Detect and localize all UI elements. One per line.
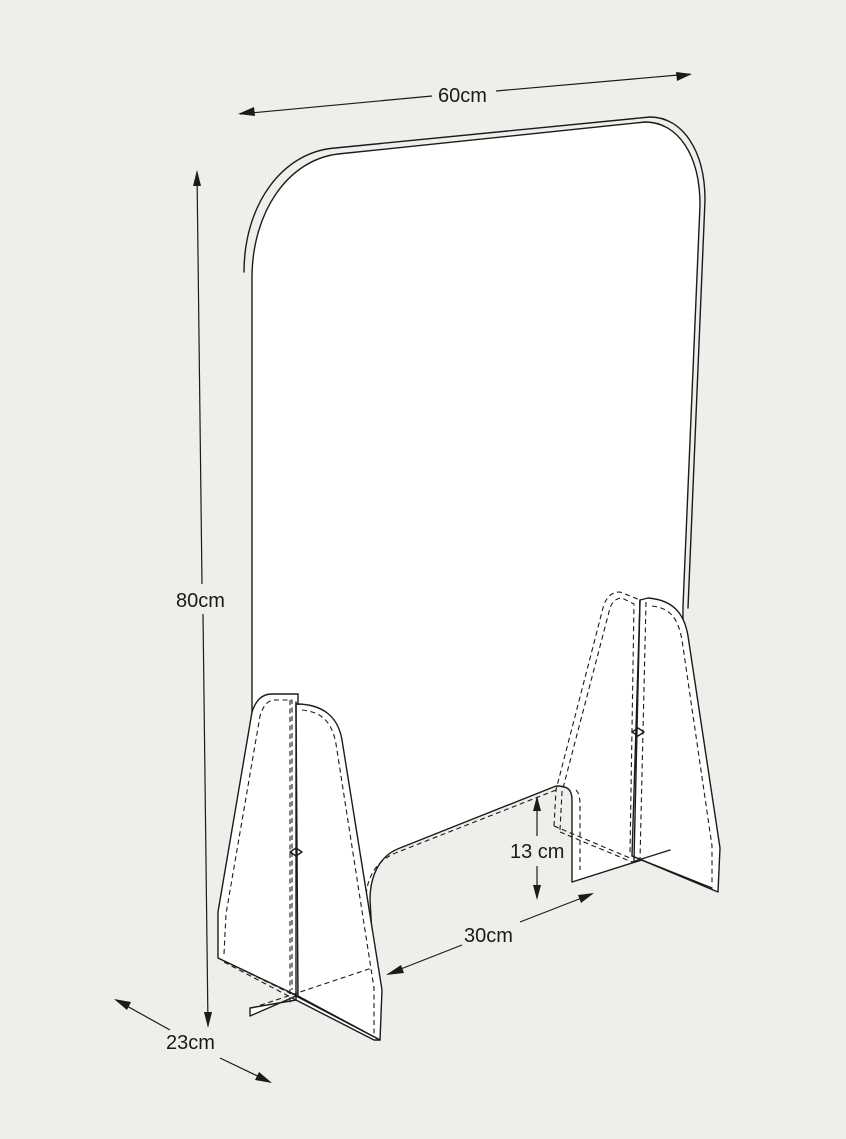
right-foot-rear-base: [553, 825, 633, 863]
width-dimension-label: 60cm: [438, 85, 487, 107]
height-arrow-top: [193, 170, 201, 186]
left-foot-front: [295, 703, 383, 1041]
right-foot-front-hidden: [651, 605, 713, 886]
cutout-height-label: 13 cm: [510, 841, 564, 863]
height-arrow-bottom: [204, 1012, 212, 1028]
right-foot-front: [631, 597, 721, 893]
left-foot-rear: [217, 693, 299, 997]
depth-dimension-label: 23cm: [166, 1032, 215, 1054]
width-dimension-line-left: [239, 95, 433, 115]
height-dimension-line-bottom: [202, 613, 209, 1027]
right-foot-rear: [553, 591, 641, 859]
right-slot-line: [633, 599, 641, 861]
panel-back-edge: [243, 116, 706, 609]
height-dimension-line-top: [196, 171, 203, 585]
cutout-height-arrow-bottom: [533, 885, 541, 900]
left-foot-rear-hidden: [223, 699, 293, 990]
panel-hidden-edge-right: [575, 789, 581, 870]
cutout-width-label: 30cm: [464, 925, 513, 947]
right-foot-front-base: [631, 849, 713, 889]
width-arrow-right: [676, 72, 692, 81]
cutout-width-arrow-right: [578, 893, 594, 903]
height-dimension-label: 80cm: [176, 590, 225, 612]
depth-arrow-top: [114, 999, 131, 1010]
left-joint-marker: [289, 847, 303, 857]
width-arrow-left: [238, 107, 255, 116]
cutout-height-arrow-top: [533, 796, 541, 811]
cutout-width-arrow-left: [386, 965, 404, 975]
right-joint-marker: [631, 727, 645, 737]
left-foot-front-hidden: [301, 709, 375, 1034]
left-foot-bottom-hidden: [217, 957, 373, 1009]
width-dimension-line-right: [495, 73, 691, 92]
depth-arrow-bottom: [255, 1072, 272, 1083]
